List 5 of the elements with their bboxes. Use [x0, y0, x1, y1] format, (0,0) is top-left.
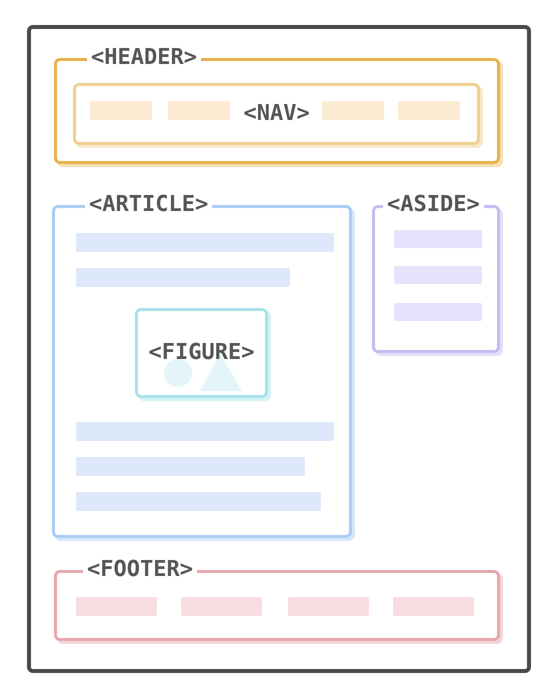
figure-box [135, 308, 268, 398]
page-frame [27, 25, 531, 673]
section-title: <NAV> [244, 101, 310, 127]
section-title: <FIGURE> [148, 340, 254, 366]
nav-section-box [73, 83, 480, 145]
